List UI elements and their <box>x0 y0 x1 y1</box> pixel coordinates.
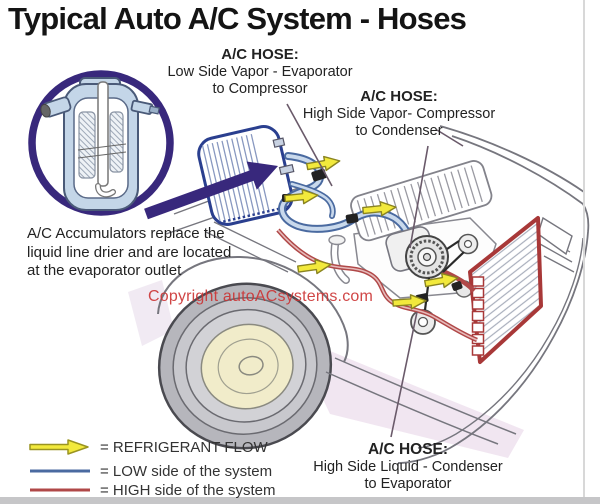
evaporator-fitting-top <box>272 137 286 148</box>
accumulator-cutaway <box>40 77 160 211</box>
leader-liquid <box>390 311 418 438</box>
label-liquid-line1: High Side Liquid - Condenser <box>313 458 503 475</box>
accumulator-inlet-port <box>40 96 72 118</box>
front-wheel <box>157 282 333 450</box>
leader-condenser <box>436 129 464 147</box>
legend-label: = REFRIGERANT FLOW <box>100 438 268 456</box>
accumulator-outlet-port <box>130 99 160 115</box>
legend-item-refrigerant-flow: = REFRIGERANT FLOW <box>28 438 268 456</box>
label-high-side-line2: to Condenser <box>355 123 443 139</box>
label-liquid-heading: A/C HOSE: <box>367 441 449 458</box>
image-bottom-strip <box>0 497 600 504</box>
flow-arrow <box>296 256 333 277</box>
label-low-side-line1: Low Side Vapor - Evaporator <box>167 63 353 80</box>
accumulator-inset <box>28 70 174 216</box>
accumulator-pointer-arrow <box>144 161 278 220</box>
label-low-side-line2: to Compressor <box>212 81 308 97</box>
label-low-side-heading: A/C HOSE: <box>221 46 299 63</box>
refrigerant-flow-arrow-icon <box>29 439 89 455</box>
accumulator-note: A/C Accumulators replace the liquid line… <box>27 225 231 281</box>
page-title: Typical Auto A/C System - Hoses <box>8 1 467 36</box>
copyright-text: Copyright autoACsystems.com <box>148 288 374 305</box>
legend-item-high-side: = HIGH side of the system <box>28 481 275 499</box>
label-liquid-hose: A/C HOSE: High Side Liquid - Condenser t… <box>313 441 502 494</box>
intake-tube <box>328 234 350 284</box>
label-high-side-heading: A/C HOSE: <box>360 88 438 105</box>
condenser-side-tank <box>471 276 485 356</box>
label-high-side-hose: A/C HOSE: High Side Vapor- Compressor to… <box>303 88 495 141</box>
legend-item-low-side: = LOW side of the system <box>28 462 272 480</box>
accumulator-note-line1: A/C Accumulators replace the <box>27 225 225 242</box>
label-low-side-hose: A/C HOSE: Low Side Vapor - Evaporator to… <box>167 46 352 99</box>
high-side-line-icon <box>30 488 90 492</box>
leader-low-side <box>286 103 333 187</box>
compressor <box>385 226 479 311</box>
legend-label: = HIGH side of the system <box>100 481 276 499</box>
evaporator-fitting-bottom <box>278 163 295 176</box>
label-high-side-line1: High Side Vapor- Compressor <box>302 105 496 122</box>
image-right-border <box>583 0 585 498</box>
accumulator-note-line3: at the evaporator outlet <box>27 262 182 279</box>
leader-lines <box>286 103 464 438</box>
low-side-line-icon <box>30 469 90 473</box>
legend-label: = LOW side of the system <box>100 462 273 480</box>
condenser <box>468 216 543 364</box>
car-body-outline <box>157 125 590 464</box>
accumulator-note-line2: liquid line drier and are located <box>27 243 232 261</box>
leader-high-side <box>409 145 429 249</box>
label-liquid-line2: to Evaporator <box>364 476 452 492</box>
